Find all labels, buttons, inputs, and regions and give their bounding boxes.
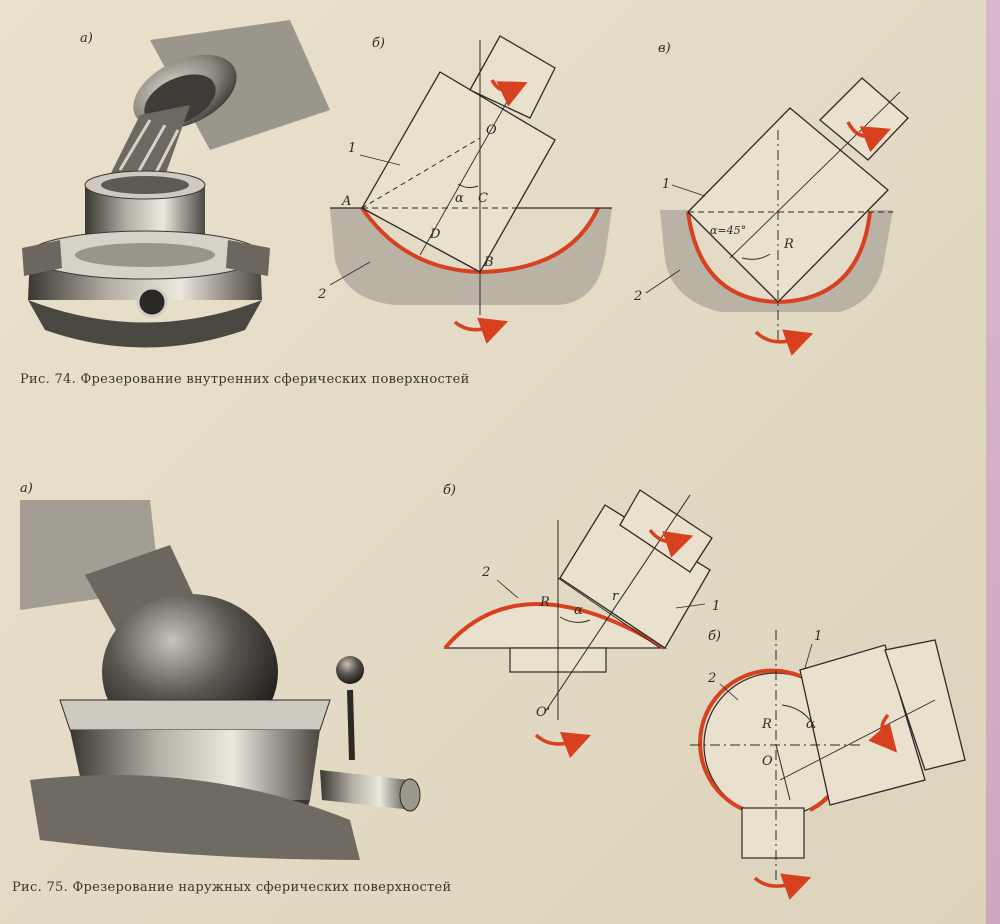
label-alpha: α	[455, 191, 464, 206]
label-A: A	[341, 194, 351, 209]
label-O: O	[486, 123, 497, 138]
fig74-panel-b: б)	[372, 36, 385, 51]
fig75-b-diagram: б) 2 1 R r α O'	[443, 483, 720, 759]
fig75-b2-diagram: б) 2 1 R α O	[690, 629, 966, 900]
fig74-photo-chuck	[22, 20, 330, 348]
label-2: 2	[707, 671, 716, 686]
label-r: r	[612, 589, 619, 604]
label-D: D	[429, 227, 441, 242]
label-alpha: α	[806, 717, 815, 732]
label-O-prime: O'	[536, 705, 550, 720]
fig75-photo-rotary-table	[20, 500, 421, 860]
label-2: 2	[633, 289, 642, 304]
label-2: 2	[317, 287, 326, 302]
label-O: O	[762, 754, 773, 769]
fig75-caption: Рис. 75. Фрезерование наружных сферическ…	[12, 880, 452, 895]
label-R: R	[761, 717, 772, 732]
label-R: R	[783, 237, 794, 252]
fig74-v-diagram: в) 1 2 α=45° R	[633, 41, 909, 356]
fig75-panel-a: а)	[20, 481, 33, 496]
label-B: B	[483, 255, 494, 270]
label-1: 1	[814, 629, 822, 644]
label-R: R	[539, 595, 550, 610]
label-C: C	[478, 191, 488, 206]
fig74-caption: Рис. 74. Фрезерование внутренних сфериче…	[20, 372, 470, 387]
label-1: 1	[662, 177, 670, 192]
page-edge	[986, 0, 1000, 924]
fig74-panel-v: в)	[658, 41, 671, 56]
label-alpha: α	[574, 603, 583, 618]
label-2: 2	[481, 565, 490, 580]
label-alpha-45: α=45°	[710, 224, 746, 237]
fig75-panel-b: б)	[443, 483, 456, 498]
fig74-panel-a: а)	[80, 31, 93, 46]
fig74-b-diagram: б) 1 2 A O C D B α	[317, 35, 612, 344]
label-1: 1	[712, 599, 720, 614]
label-1: 1	[348, 141, 356, 156]
fig75-panel-b2: б)	[708, 629, 721, 644]
